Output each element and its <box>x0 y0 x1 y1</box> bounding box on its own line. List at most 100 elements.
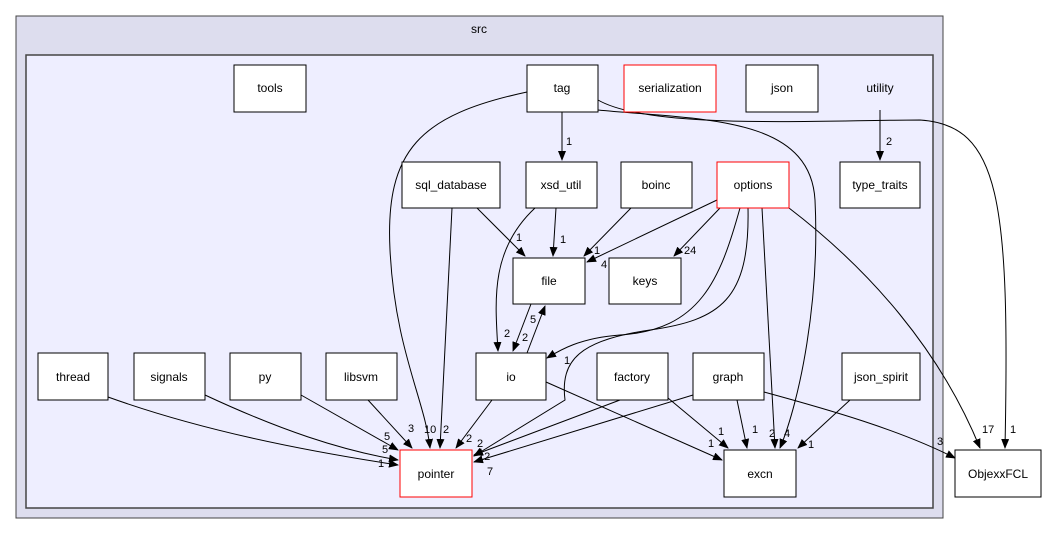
node-py[interactable]: py <box>229 352 302 401</box>
edges <box>107 91 1010 468</box>
edge-label[interactable]: 10 <box>424 424 436 436</box>
node-ObjexxFCL[interactable]: ObjexxFCL <box>954 449 1042 498</box>
node-tag[interactable]: tag <box>526 64 599 113</box>
edge-boinc-file <box>583 207 632 257</box>
node-signals[interactable]: signals <box>133 352 206 401</box>
edge-label[interactable]: 5 <box>382 444 388 456</box>
node-label: json_spirit <box>853 370 909 384</box>
node-sql_database[interactable]: sql_database <box>401 161 501 209</box>
node-label: ObjexxFCL <box>968 467 1028 481</box>
edge-label[interactable]: 1 <box>564 355 570 367</box>
edge-signals-pointer <box>204 394 399 463</box>
edge-libsvm-pointer <box>367 399 413 449</box>
edge-options-keys <box>673 207 721 257</box>
edge-label[interactable]: 1 <box>1010 424 1016 436</box>
node-label: thread <box>56 370 90 384</box>
node-factory[interactable]: factory <box>596 352 669 401</box>
edge-label[interactable]: 5 <box>384 431 390 443</box>
node-label: xsd_util <box>541 178 582 192</box>
edge-label[interactable]: 3 <box>937 436 943 448</box>
edge-label[interactable]: 2 <box>504 328 510 340</box>
node-label: boinc <box>642 178 671 192</box>
edge-py-pointer <box>300 394 399 451</box>
node-label: factory <box>614 370 650 384</box>
node-io[interactable]: io <box>475 352 547 401</box>
edge-options-excn <box>761 207 779 449</box>
node-label: keys <box>633 274 658 288</box>
edge-io-file <box>526 305 546 354</box>
node-label: type_traits <box>852 178 907 192</box>
edge-label[interactable]: 2 <box>522 332 528 344</box>
edge-label[interactable]: 1 <box>516 232 522 244</box>
node-xsd_util[interactable]: xsd_util <box>525 161 598 209</box>
node-thread[interactable]: thread <box>37 352 109 401</box>
edge-json_spirit-excn <box>797 399 851 449</box>
edge-factory-pointer <box>473 399 621 456</box>
edge-tag-ObjexxFCL <box>597 99 1010 449</box>
edge-options-file <box>586 199 718 263</box>
node-libsvm[interactable]: libsvm <box>325 352 398 401</box>
node-boinc[interactable]: boinc <box>620 161 693 209</box>
node-utility[interactable]: utility <box>866 81 893 95</box>
node-file[interactable]: file <box>512 257 586 305</box>
node-pointer[interactable]: pointer <box>399 449 473 498</box>
node-label: serialization <box>638 81 701 95</box>
edge-label[interactable]: 1 <box>378 458 384 470</box>
node-type_traits[interactable]: type_traits <box>839 161 921 209</box>
edge-label[interactable]: 17 <box>982 424 994 436</box>
node-label: io <box>506 370 516 384</box>
edge-sql-pointer <box>436 207 453 449</box>
edge-label[interactable]: 1 <box>808 439 814 451</box>
edge-label[interactable]: 1 <box>718 426 724 438</box>
node-label: libsvm <box>344 370 378 384</box>
edge-label[interactable]: 2 <box>769 428 775 440</box>
edge-label[interactable]: 4 <box>784 428 790 440</box>
edge-label[interactable]: 7 <box>487 466 493 478</box>
edge-label[interactable]: 2 <box>443 424 449 436</box>
node-label: json <box>770 81 793 95</box>
edge-label[interactable]: 1 <box>752 424 758 436</box>
node-label: py <box>259 370 272 384</box>
edge-graph-ObjexxFCL <box>763 391 956 459</box>
node-graph[interactable]: graph <box>692 352 765 401</box>
node-serialization[interactable]: serialization <box>623 64 717 113</box>
edge-xsd-file <box>549 207 558 257</box>
node-label: tag <box>554 81 571 95</box>
edge-label[interactable]: 24 <box>684 245 696 257</box>
edge-label[interactable]: 1 <box>708 438 714 450</box>
edge-io-excn <box>545 381 723 461</box>
edge-options-ObjexxFCL <box>788 207 981 449</box>
edge-label[interactable]: 1 <box>566 136 572 148</box>
edge-graph-pointer <box>473 394 694 464</box>
node-options[interactable]: options <box>716 161 790 209</box>
edge-label[interactable]: 5 <box>530 314 536 326</box>
cluster-inner <box>25 54 934 509</box>
node-json[interactable]: json <box>745 64 819 113</box>
edge-label[interactable]: 1 <box>594 245 600 257</box>
edge-file-io <box>512 303 532 352</box>
node-label: excn <box>747 467 772 481</box>
node-label: tools <box>257 81 282 95</box>
node-json_spirit[interactable]: json_spirit <box>841 352 921 401</box>
edge-xsd-io <box>493 207 536 352</box>
edge-label[interactable]: 4 <box>601 259 607 271</box>
node-label: sql_database <box>415 178 487 192</box>
edge-label[interactable]: 3 <box>408 423 414 435</box>
node-label: file <box>541 274 557 288</box>
node-label: pointer <box>418 467 455 481</box>
edge-io-pointer <box>455 399 493 449</box>
edge-label[interactable]: 1 <box>560 234 566 246</box>
node-keys[interactable]: keys <box>608 257 682 305</box>
edge-labels: 1 2 10 2 2 1 17 3 1 1 1 4 24 2 2 5 1 1 5… <box>378 136 1016 478</box>
node-label: options <box>734 178 773 192</box>
edge-label[interactable]: 2 <box>886 136 892 148</box>
edge-thread-pointer <box>107 396 399 468</box>
node-tools[interactable]: tools <box>233 64 307 113</box>
edge-label[interactable]: 2 <box>466 433 472 445</box>
edge-graph-excn <box>736 399 750 449</box>
edge-sql-file <box>476 207 526 257</box>
edge-label[interactable]: 2 <box>477 438 483 450</box>
node-excn[interactable]: excn <box>723 449 797 498</box>
edge-label[interactable]: 12 <box>478 451 490 463</box>
